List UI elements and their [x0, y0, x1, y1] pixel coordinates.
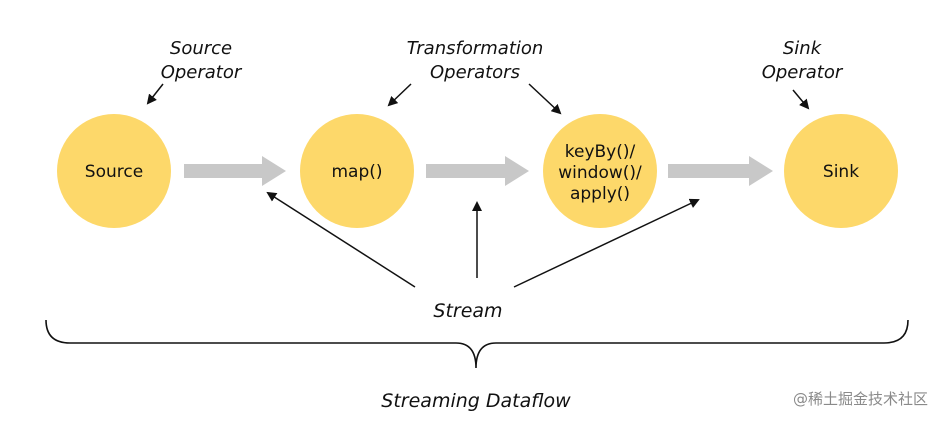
sink-node — [784, 114, 898, 228]
stream-label: Stream — [433, 300, 502, 322]
source-annotation-arrow — [146, 83, 164, 105]
source-node — [57, 114, 171, 228]
dataflow-label: Streaming Dataflow — [381, 390, 571, 412]
keyby-window-apply-node — [543, 114, 657, 228]
stream-arrow-left — [266, 191, 416, 288]
keyby-node-label-line-3: apply() — [570, 184, 630, 204]
flow-arrow-keyby-sink — [668, 156, 773, 186]
flow-arrow-map-keyby — [426, 156, 529, 186]
sink-annotation-arrow — [792, 89, 810, 110]
keyby-node-label-line-1: keyBy()/ — [565, 142, 636, 162]
transformation-annotation-arrow-left — [387, 83, 412, 107]
source-node-label: Source — [85, 162, 143, 182]
map-node — [300, 114, 414, 228]
source-annotation-line-2: Operator — [161, 62, 243, 83]
map-node-label: map() — [331, 162, 382, 182]
sink-annotation-line-1: Sink — [783, 38, 823, 59]
watermark-text: @稀土掘金技术社区 — [793, 390, 928, 408]
transformation-annotation-line-2: Operators — [430, 62, 520, 83]
sink-node-label: Sink — [823, 162, 859, 182]
stream-arrow-right — [513, 198, 700, 288]
transformation-annotation-line-1: Transformation — [407, 38, 544, 59]
flow-arrow-source-map — [184, 156, 286, 186]
sink-annotation-line-2: Operator — [762, 62, 844, 83]
transformation-annotation-arrow-right — [528, 83, 562, 115]
source-annotation-line-1: Source — [170, 38, 232, 59]
keyby-node-label-line-2: window()/ — [558, 163, 642, 183]
dataflow-brace — [45, 319, 909, 369]
